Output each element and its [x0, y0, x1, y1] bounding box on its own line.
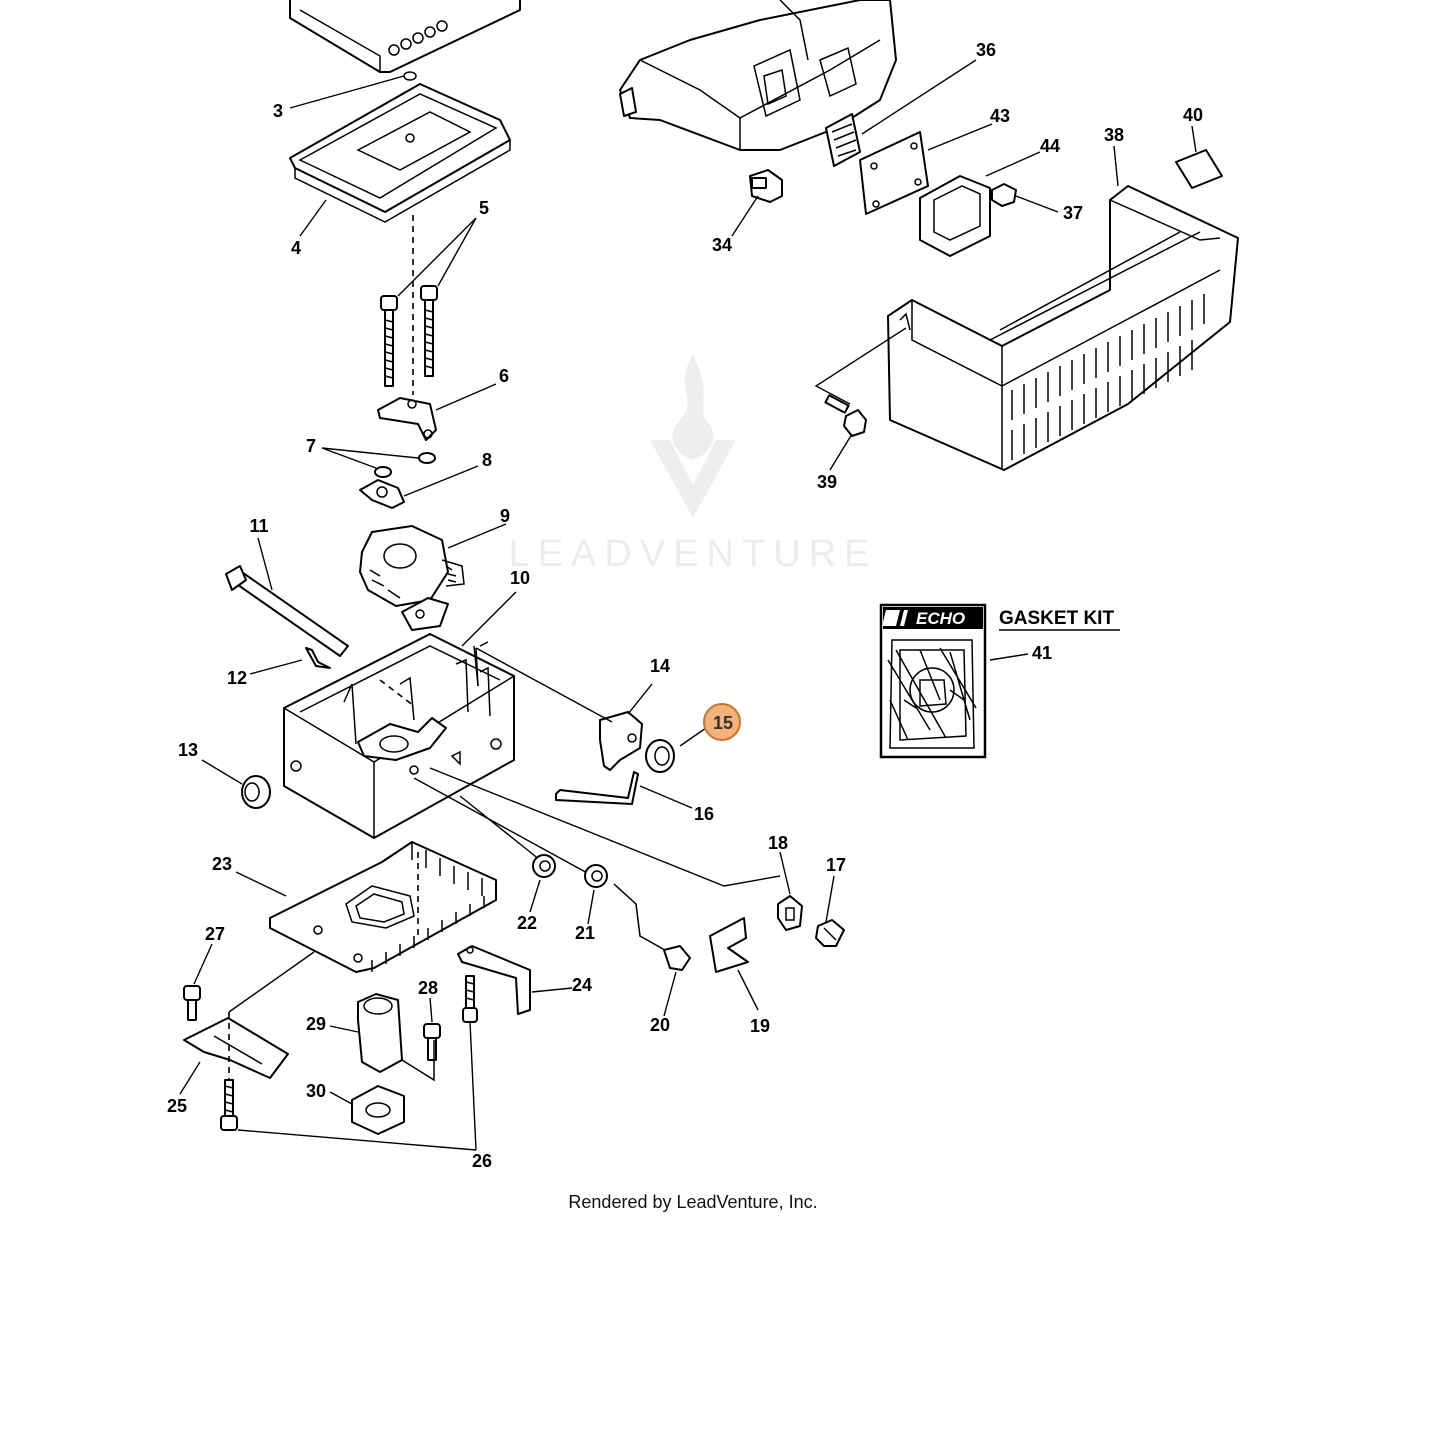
- callout-24[interactable]: 24: [572, 975, 592, 995]
- choke-lever-14: [599, 711, 643, 771]
- air-filter-element: [289, 83, 511, 223]
- callout-19[interactable]: 19: [750, 1016, 770, 1036]
- callout-4[interactable]: 4: [291, 238, 301, 258]
- callout-15[interactable]: 15: [713, 713, 733, 733]
- callout-44[interactable]: 44: [1040, 136, 1060, 156]
- bushing-21: [584, 864, 608, 888]
- bracket-25: [183, 1017, 289, 1079]
- gasket-kit-title: GASKET KIT: [999, 608, 1114, 629]
- callout-9[interactable]: 9: [500, 506, 510, 526]
- base-plate-23: [269, 841, 497, 973]
- cover-44: [919, 175, 991, 257]
- echo-logo-stripes-icon: [882, 610, 908, 626]
- bolt-28: [423, 1023, 441, 1061]
- callout-40[interactable]: 40: [1183, 105, 1203, 125]
- watermark-v-icon: [650, 440, 736, 518]
- callout-37[interactable]: 37: [1063, 203, 1083, 223]
- callout-29[interactable]: 29: [306, 1014, 326, 1034]
- echo-logo-text: ECHO: [916, 609, 965, 628]
- callout-18[interactable]: 18: [768, 833, 788, 853]
- assembly-line-38: [814, 327, 907, 405]
- callout-28[interactable]: 28: [418, 978, 438, 998]
- assembly-line-25b: [228, 951, 315, 1013]
- plate-43: [859, 131, 929, 215]
- clip-12: [305, 647, 331, 669]
- callout-34[interactable]: 34: [712, 235, 732, 255]
- choke-knob-20: [613, 883, 691, 971]
- label-40: [1175, 149, 1223, 189]
- leader-lines: [179, 59, 1197, 1151]
- callout-3[interactable]: 3: [273, 101, 283, 121]
- assembly-line-box-right: [473, 645, 613, 723]
- callout-13[interactable]: 13: [178, 740, 198, 760]
- callout-36[interactable]: 36: [976, 40, 996, 60]
- watermark: LEADVENTURE: [509, 355, 878, 575]
- callout-26[interactable]: 26: [472, 1151, 492, 1171]
- callout-10[interactable]: 10: [510, 568, 530, 588]
- callouts: 3 4 5 6 7 8 9 10 11 12 13 14 15 16 17 18…: [167, 40, 1203, 1171]
- grommet-13: [241, 775, 271, 809]
- bracket-6: [377, 397, 437, 441]
- plate-19: [709, 917, 749, 973]
- bolts-26: [220, 975, 478, 1131]
- callout-41[interactable]: 41: [1032, 643, 1052, 663]
- callout-14[interactable]: 14: [650, 656, 670, 676]
- callout-23[interactable]: 23: [212, 854, 232, 874]
- bolt-39: [824, 394, 867, 437]
- long-bolts: [380, 285, 438, 387]
- callout-20[interactable]: 20: [650, 1015, 670, 1035]
- callout-22[interactable]: 22: [517, 913, 537, 933]
- bolt-34: [749, 169, 783, 203]
- washer-7b: [374, 466, 392, 478]
- callout-38[interactable]: 38: [1104, 125, 1124, 145]
- muffler: [619, 0, 897, 151]
- pipe-11: [225, 565, 349, 657]
- gasket-30: [351, 1085, 405, 1135]
- footer-credit: Rendered by LeadVenture, Inc.: [568, 1192, 817, 1212]
- bolt-27: [183, 985, 201, 1021]
- assembly-line-carb: [379, 679, 415, 707]
- air-cleaner-cover: [289, 0, 521, 73]
- gasket-kit-gaskets: [887, 639, 977, 749]
- washer-7a: [418, 452, 436, 464]
- carburetor: [359, 525, 465, 631]
- muffler-guard-38: [887, 185, 1239, 471]
- callout-5[interactable]: 5: [479, 198, 489, 218]
- grommet-18: [777, 895, 803, 931]
- insulator-29: [357, 993, 435, 1082]
- assembly-line-rod-2: [413, 777, 601, 881]
- callout-15-highlight: [703, 703, 741, 741]
- callout-43[interactable]: 43: [990, 106, 1010, 126]
- callout-17[interactable]: 17: [826, 855, 846, 875]
- part-3-o-ring: [403, 71, 417, 81]
- bushing-15: [645, 739, 675, 773]
- watermark-text: LEADVENTURE: [509, 533, 878, 575]
- callout-30[interactable]: 30: [306, 1081, 326, 1101]
- callout-27[interactable]: 27: [205, 924, 225, 944]
- bushing-22: [532, 854, 556, 878]
- spark-screen-36: [825, 113, 861, 167]
- callout-6[interactable]: 6: [499, 366, 509, 386]
- callout-16[interactable]: 16: [694, 804, 714, 824]
- callout-8[interactable]: 8: [482, 450, 492, 470]
- callout-11[interactable]: 11: [249, 516, 268, 536]
- screw-37: [991, 183, 1017, 207]
- callout-25[interactable]: 25: [167, 1096, 187, 1116]
- callout-21[interactable]: 21: [575, 923, 595, 943]
- callout-7[interactable]: 7: [306, 436, 316, 456]
- clip-17: [815, 919, 845, 947]
- rod-16: [555, 771, 639, 805]
- plate-8: [359, 479, 405, 509]
- bracket-24: [457, 945, 531, 1015]
- assembly-line-rod: [429, 767, 781, 887]
- callout-12[interactable]: 12: [227, 668, 247, 688]
- echo-logo: [883, 607, 983, 629]
- assembly-line-rod-3: [459, 795, 541, 861]
- gasket-kit-box[interactable]: ECHO: [879, 603, 987, 759]
- watermark-flame-icon: [672, 355, 714, 460]
- callout-39[interactable]: 39: [817, 472, 837, 492]
